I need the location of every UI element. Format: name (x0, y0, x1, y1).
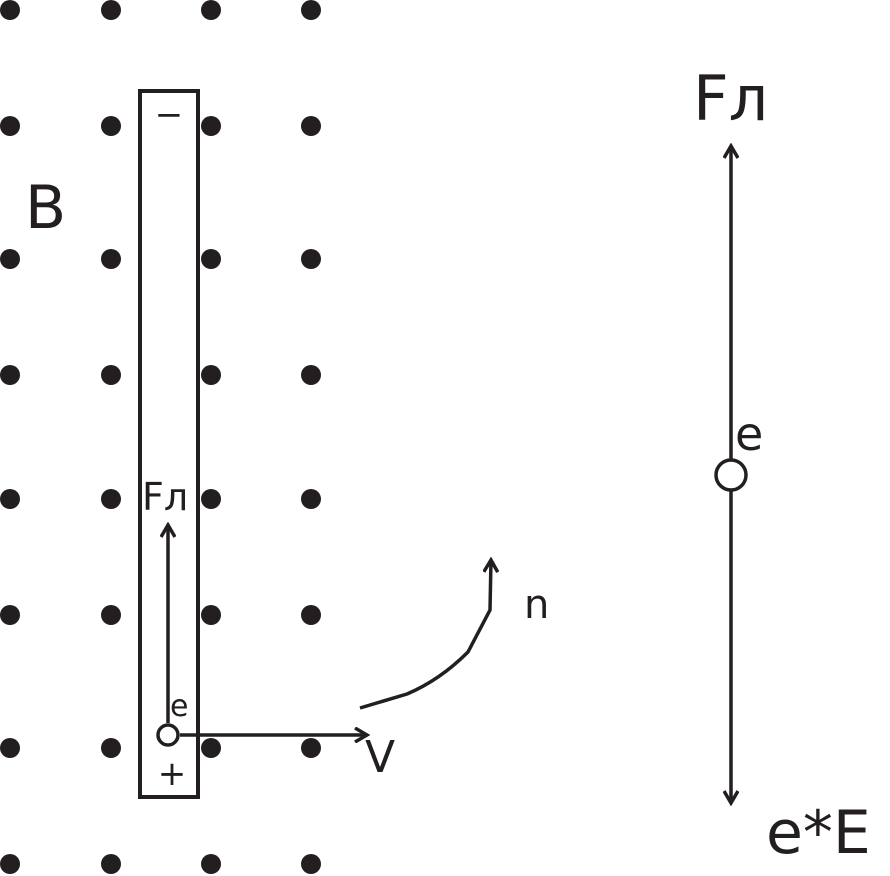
conductor-minus-sign: − (155, 95, 184, 135)
field-dot (301, 738, 321, 758)
field-dot (201, 489, 221, 509)
left-particle-group: e Fл V (142, 475, 395, 783)
conductor-bar (138, 89, 200, 799)
electric-force-label: e*E (766, 798, 871, 868)
normal-group: n (359, 560, 549, 710)
conductor: − + (138, 89, 200, 799)
normal-label: n (524, 582, 549, 628)
left-electron (156, 723, 180, 747)
field-dot (301, 605, 321, 625)
field-dot (301, 116, 321, 136)
right-electron-label: e (735, 407, 763, 461)
conductor-plus-sign: + (158, 754, 187, 794)
field-dot (0, 854, 20, 874)
lorentz-force-label: Fл (693, 62, 768, 135)
field-dot (0, 738, 20, 758)
field-dot (0, 365, 20, 385)
field-dot (101, 249, 121, 269)
normal-arrow (359, 560, 491, 710)
field-dot (101, 116, 121, 136)
force-balance: Fл e e*E (693, 62, 871, 868)
field-label: B (25, 173, 66, 243)
field-dot (201, 365, 221, 385)
field-dot (0, 489, 20, 509)
field-dot (201, 738, 221, 758)
velocity-label: V (365, 732, 395, 783)
field-dot (101, 605, 121, 625)
magnetic-field-dots (0, 0, 321, 874)
field-dot (301, 0, 321, 20)
field-dot (201, 116, 221, 136)
field-dot (0, 605, 20, 625)
field-dot (101, 365, 121, 385)
right-electron (714, 458, 748, 492)
field-dot (101, 489, 121, 509)
field-dot (0, 0, 20, 20)
field-dot (301, 489, 321, 509)
field-dot (201, 0, 221, 20)
field-dot (201, 854, 221, 874)
field-dot (301, 249, 321, 269)
field-dot (0, 249, 20, 269)
field-dot (101, 854, 121, 874)
field-dot (101, 738, 121, 758)
left-electron-label: e (170, 689, 188, 724)
force-label: Fл (142, 475, 188, 519)
field-dot (0, 116, 20, 136)
field-dot (301, 854, 321, 874)
field-dot (201, 605, 221, 625)
field-dot (301, 365, 321, 385)
field-dot (101, 0, 121, 20)
field-dot (201, 249, 221, 269)
